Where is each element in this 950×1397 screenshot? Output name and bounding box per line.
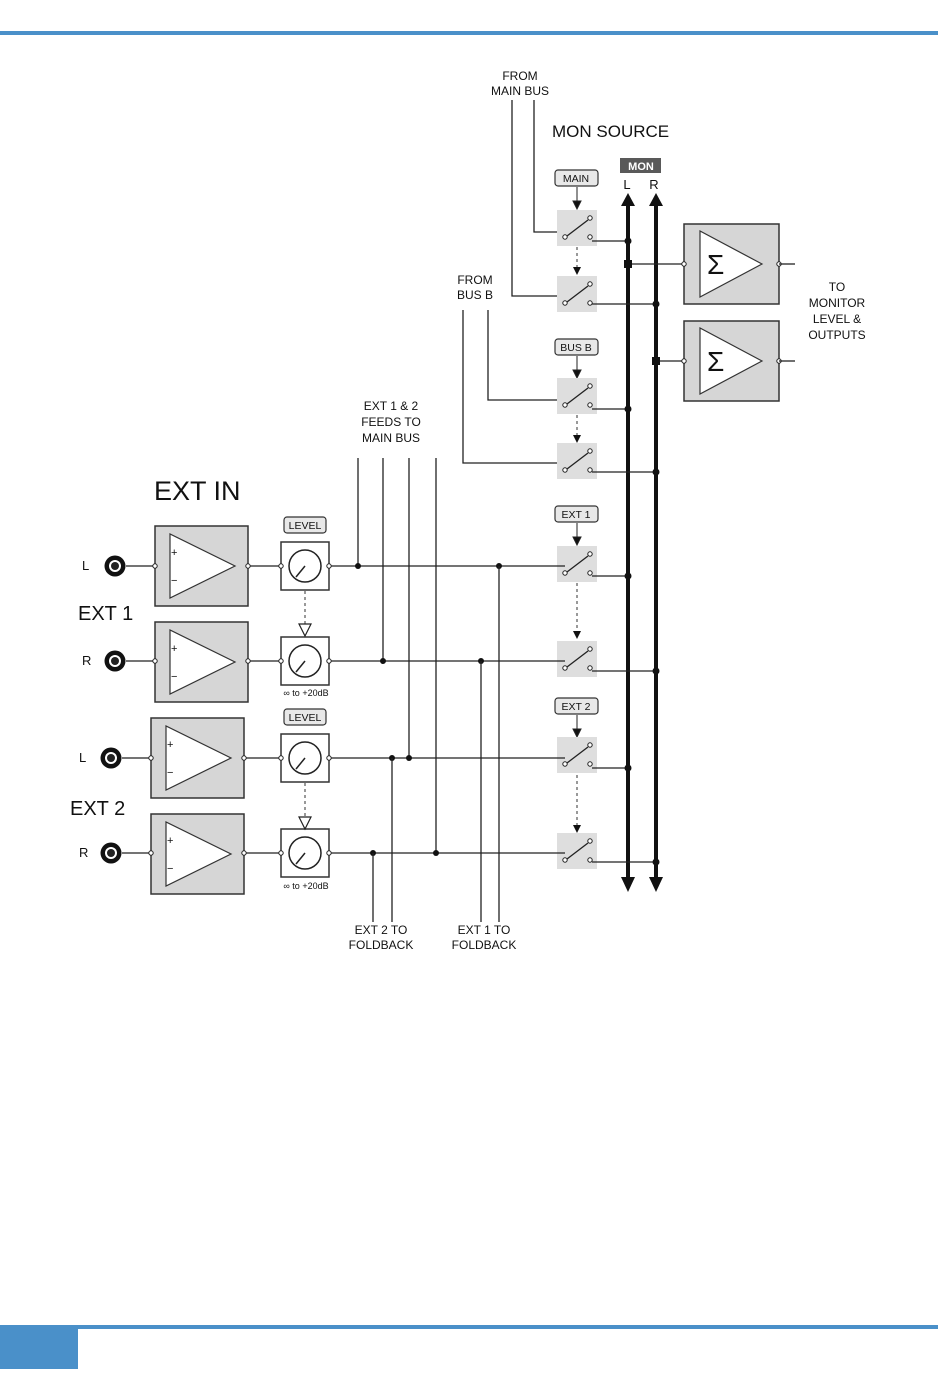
ext2-r-jack-icon xyxy=(101,843,122,864)
from-bus-b-line1: FROM xyxy=(457,273,492,287)
switch-main-r xyxy=(557,276,597,312)
tag-ext2-label: EXT 2 xyxy=(562,701,591,713)
from-main-bus-line1: FROM xyxy=(502,69,537,83)
mon-badge-label: MON xyxy=(628,161,654,173)
to-monitor-line1: TO xyxy=(829,280,845,294)
mon-source-title: MON SOURCE xyxy=(552,122,669,141)
bus-b-wire-r xyxy=(463,310,565,463)
ext2-r-minus: − xyxy=(167,863,173,875)
ext2-l-minus: − xyxy=(167,767,173,779)
ext1-l-jack-icon xyxy=(105,556,126,577)
tag-bus-b: BUS B xyxy=(555,339,598,355)
sigma-l: Σ xyxy=(707,249,724,280)
sigma-r: Σ xyxy=(707,346,724,377)
ext2-range-label: ∞ to +20dB xyxy=(283,881,328,891)
to-monitor-line3: LEVEL & xyxy=(813,312,861,326)
ext2-l-plus: + xyxy=(167,739,173,751)
ext2-r-label: R xyxy=(79,845,88,860)
ext1-r-amp xyxy=(155,622,248,702)
ext-feeds-line1: EXT 1 & 2 xyxy=(364,399,419,413)
ext1-l-label: L xyxy=(82,558,89,573)
ext1-r-plus: + xyxy=(171,643,177,655)
ext2-foldback-line1: EXT 2 TO xyxy=(355,923,408,937)
ext-in-title: EXT IN xyxy=(154,476,241,506)
ext-feeds-line2: FEEDS TO xyxy=(361,415,421,429)
switch-main-l xyxy=(557,210,597,246)
switch-ext1-l xyxy=(557,546,597,582)
level-tag-ext1: LEVEL xyxy=(284,517,326,533)
ext1-foldback-line2: FOLDBACK xyxy=(452,938,517,952)
level-tag-ext2: LEVEL xyxy=(284,709,326,725)
ext1-l-minus: − xyxy=(171,575,177,587)
ext2-r-level-knob-icon xyxy=(281,829,329,877)
switch-ext2-l xyxy=(557,737,597,773)
ext1-r-jack-icon xyxy=(105,651,126,672)
summing-amp-l xyxy=(682,224,781,304)
switch-ext2-r xyxy=(557,833,597,869)
tag-ext1-label: EXT 1 xyxy=(562,509,591,521)
tag-main: MAIN xyxy=(555,170,598,186)
ext2-l-level-knob-icon xyxy=(281,734,329,782)
tag-ext1: EXT 1 xyxy=(555,506,598,522)
level-tag-ext2-label: LEVEL xyxy=(289,712,322,724)
switch-ext1-r xyxy=(557,641,597,677)
ext1-l-level-knob-icon xyxy=(281,542,329,590)
ext2-l-amp xyxy=(151,718,244,798)
bus-r-label: R xyxy=(649,177,658,192)
summing-amp-r xyxy=(682,321,781,401)
ext1-l-amp xyxy=(155,526,248,606)
from-main-bus-line2: MAIN BUS xyxy=(491,84,549,98)
ext2-r-plus: + xyxy=(167,835,173,847)
ext1-range-label: ∞ to +20dB xyxy=(283,688,328,698)
ext-feeds-line3: MAIN BUS xyxy=(362,431,420,445)
bus-l-label: L xyxy=(623,177,630,192)
to-monitor-line2: MONITOR xyxy=(809,296,866,310)
bus-b-wire-l xyxy=(488,310,565,400)
ext1-foldback-line1: EXT 1 TO xyxy=(458,923,511,937)
mon-bus-r xyxy=(649,193,663,892)
mon-bus-l xyxy=(621,193,635,892)
tag-main-label: MAIN xyxy=(563,173,589,185)
ext2-foldback-line2: FOLDBACK xyxy=(349,938,414,952)
ext2-r-amp xyxy=(151,814,244,894)
switch-busb-l xyxy=(557,378,597,414)
to-monitor-line4: OUTPUTS xyxy=(808,328,865,342)
ext2-l-label: L xyxy=(79,750,86,765)
ext2-l-jack-icon xyxy=(101,748,122,769)
switch-busb-r xyxy=(557,443,597,479)
ext1-r-minus: − xyxy=(171,671,177,683)
ext1-l-plus: + xyxy=(171,547,177,559)
ext2-label: EXT 2 xyxy=(70,798,125,820)
tag-bus-b-label: BUS B xyxy=(560,342,592,354)
ext1-r-level-knob-icon xyxy=(281,637,329,685)
from-bus-b-line2: BUS B xyxy=(457,288,493,302)
ext1-r-label: R xyxy=(82,653,91,668)
tag-ext2: EXT 2 xyxy=(555,698,598,714)
ext1-label: EXT 1 xyxy=(78,603,133,625)
level-tag-ext1-label: LEVEL xyxy=(289,520,322,532)
